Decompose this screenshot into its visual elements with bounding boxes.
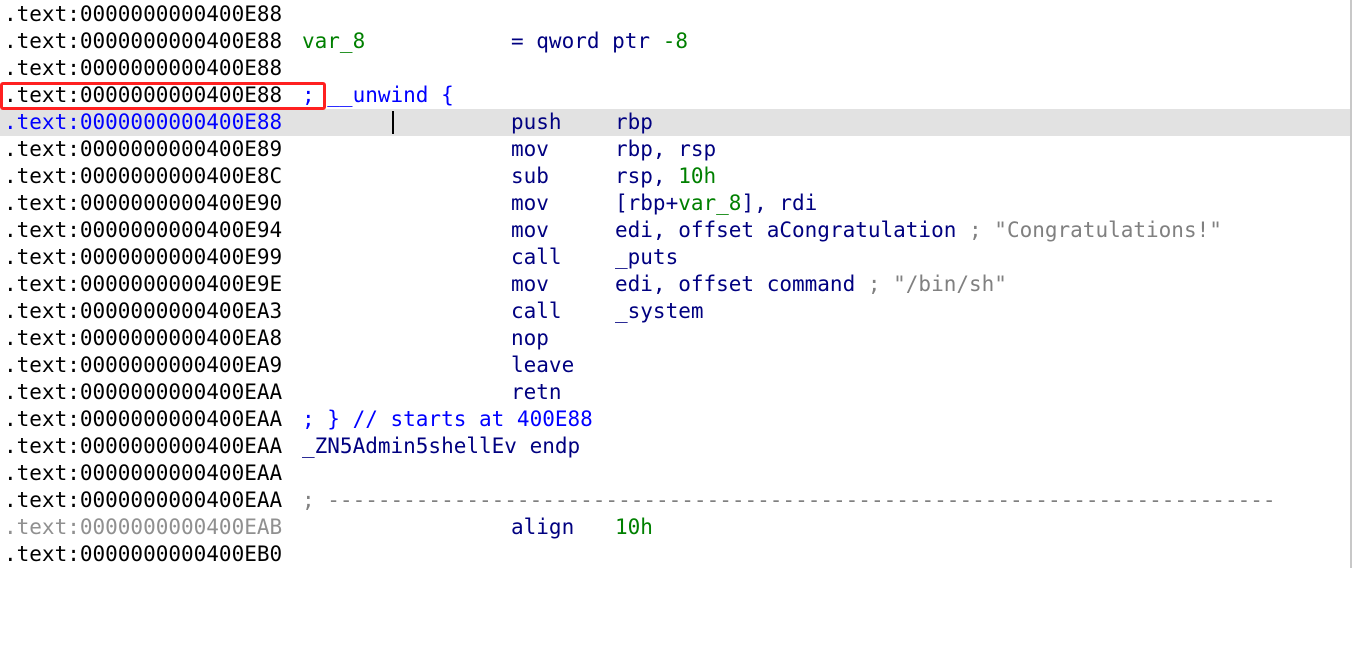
line-address: .text:0000000000400E94 [4,218,283,242]
listing-line[interactable]: .text:0000000000400EAB align 10h [0,514,1352,541]
stack-variable-reference[interactable]: var_8 [678,191,742,215]
line-address: .text:0000000000400EA8 [4,326,283,350]
disassembly-listing[interactable]: .text:0000000000400E88 .text:00000000004… [0,0,1352,568]
call-target[interactable]: _system [615,299,704,323]
listing-line[interactable]: .text:0000000000400E88 [0,55,1352,82]
instruction-mnemonic: mov [511,272,549,296]
text-cursor [392,111,394,134]
listing-line[interactable]: .text:0000000000400EAA ; ---------------… [0,487,1352,514]
line-address: .text:0000000000400E88 [4,56,283,80]
instruction-operands: [rbp+var_8], rdi [615,191,818,215]
line-address: .text:0000000000400EAB [4,515,283,539]
panel-border [1350,0,1352,568]
line-address: .text:0000000000400EAA [4,434,283,458]
listing-line[interactable]: .text:0000000000400E8C sub rsp, 10h [0,163,1352,190]
listing-line[interactable]: .text:0000000000400E90 mov [rbp+var_8], … [0,190,1352,217]
listing-line[interactable]: .text:0000000000400EAA ; } // starts at … [0,406,1352,433]
line-address: .text:0000000000400EAA [4,488,283,512]
listing-line[interactable]: .text:0000000000400EA3 call _system [0,298,1352,325]
instruction-mnemonic: nop [511,326,549,350]
line-address: .text:0000000000400E8C [4,164,283,188]
listing-line[interactable]: .text:0000000000400E88 [0,1,1352,28]
listing-line[interactable]: .text:0000000000400E88 ; __unwind { [0,82,1352,109]
listing-line[interactable]: .text:0000000000400EAA _ZN5Admin5shellEv… [0,433,1352,460]
line-address: .text:0000000000400EAA [4,380,283,404]
instruction-mnemonic: mov [511,191,549,215]
instruction-operands: rbp, rsp [615,137,717,161]
stack-variable-definition: = qword ptr -8 [511,29,689,53]
line-address: .text:0000000000400E88 [4,83,283,107]
line-address: .text:0000000000400EA3 [4,299,283,323]
instruction-mnemonic: retn [511,380,562,404]
line-address: .text:0000000000400E88 [4,2,283,26]
line-address: .text:0000000000400E99 [4,245,283,269]
instruction-operands: 10h [615,515,653,539]
instruction-mnemonic: mov [511,218,549,242]
listing-line[interactable]: .text:0000000000400EAA retn [0,379,1352,406]
line-address: .text:0000000000400E88 [4,110,283,134]
line-address: .text:0000000000400E90 [4,191,283,215]
unwind-end-comment: ; } // starts at 400E88 [302,407,593,431]
line-address: .text:0000000000400E89 [4,137,283,161]
line-address: .text:0000000000400E88 [4,29,283,53]
listing-line[interactable]: .text:0000000000400E89 mov rbp, rsp [0,136,1352,163]
string-comment: ; "Congratulations!" [956,218,1222,242]
string-comment: ; "/bin/sh" [855,272,1007,296]
listing-line[interactable]: .text:0000000000400EAA [0,460,1352,487]
instruction-operands: rbp [615,110,653,134]
instruction-operands: rsp, 10h [615,164,717,188]
instruction-operands: edi, offset aCongratulation ; "Congratul… [615,218,1222,242]
listing-line[interactable]: .text:0000000000400E88 var_8 = qword ptr… [0,28,1352,55]
listing-line[interactable]: .text:0000000000400EB0 [0,541,1352,568]
instruction-mnemonic: leave [511,353,575,377]
instruction-mnemonic: sub [511,164,549,188]
instruction-mnemonic: push [511,110,562,134]
listing-line[interactable]: .text:0000000000400E94 mov edi, offset a… [0,217,1352,244]
line-address: .text:0000000000400EB0 [4,542,283,566]
instruction-mnemonic: align [511,515,575,539]
instruction-mnemonic: mov [511,137,549,161]
listing-line[interactable]: .text:0000000000400EA9 leave [0,352,1352,379]
call-target[interactable]: _puts [615,245,679,269]
line-address: .text:0000000000400E9E [4,272,283,296]
instruction-mnemonic: call [511,299,562,323]
unwind-comment: ; __unwind { [302,83,454,107]
line-address: .text:0000000000400EA9 [4,353,283,377]
listing-line[interactable]: .text:0000000000400E9E mov edi, offset c… [0,271,1352,298]
listing-line-selected[interactable]: .text:0000000000400E88 push rbp [0,109,1352,136]
line-address: .text:0000000000400EAA [4,407,283,431]
function-end-label[interactable]: _ZN5Admin5shellEv endp [302,434,581,458]
separator-comment: ; --------------------------------------… [302,488,1276,512]
listing-line[interactable]: .text:0000000000400E99 call _puts [0,244,1352,271]
listing-line[interactable]: .text:0000000000400EA8 nop [0,325,1352,352]
line-address: .text:0000000000400EAA [4,461,283,485]
instruction-mnemonic: call [511,245,562,269]
instruction-operands: edi, offset command ; "/bin/sh" [615,272,1007,296]
stack-variable-name[interactable]: var_8 [302,29,366,53]
